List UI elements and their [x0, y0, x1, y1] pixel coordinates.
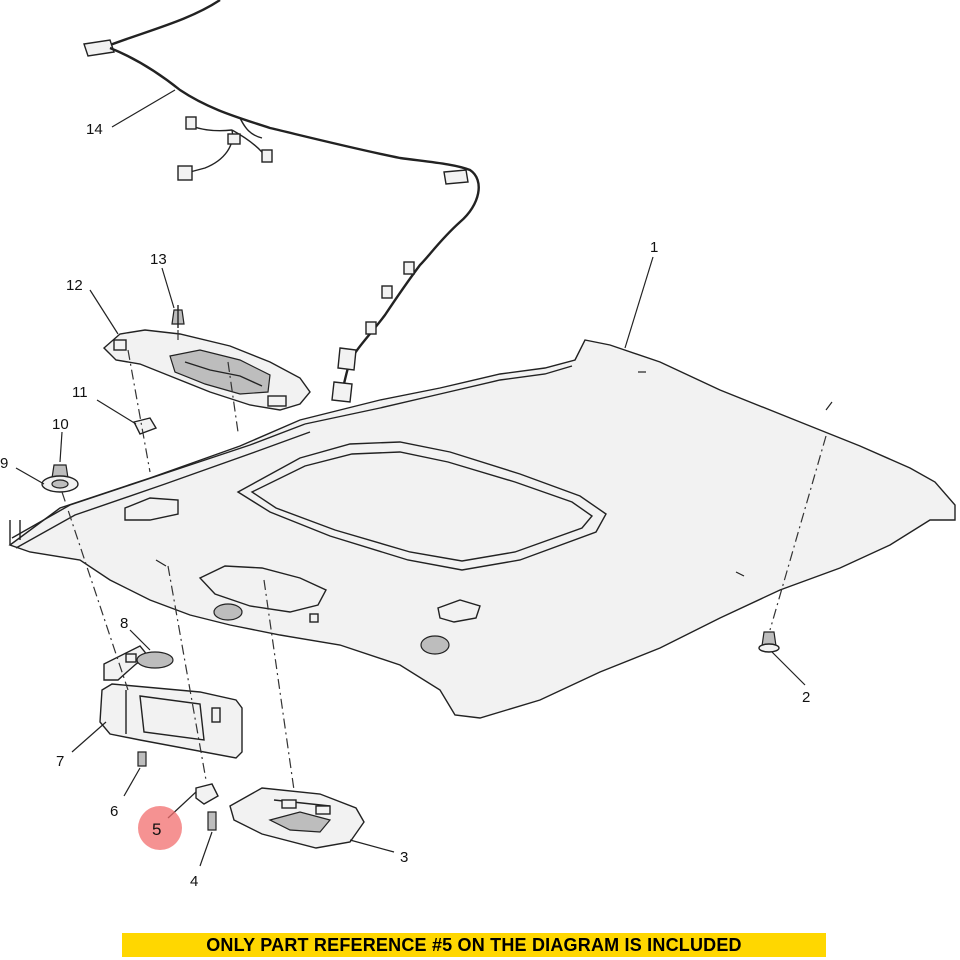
callout-13: 13 — [150, 251, 167, 268]
highlight-circle-5 — [138, 806, 182, 850]
callout-6: 6 — [110, 803, 118, 820]
callout-10: 10 — [52, 416, 69, 433]
fastener-2 — [758, 631, 780, 653]
disclaimer-text: ONLY PART REFERENCE #5 ON THE DIAGRAM IS… — [206, 934, 742, 955]
overhead-console-3 — [229, 787, 365, 849]
callout-1: 1 — [650, 239, 658, 256]
callout-3: 3 — [400, 849, 408, 866]
callout-12: 12 — [66, 277, 83, 294]
callout-2: 2 — [802, 689, 810, 706]
callout-8: 8 — [120, 615, 128, 632]
screw-6 — [137, 751, 147, 767]
retainer-9-10 — [41, 464, 79, 493]
screw-4 — [207, 811, 217, 831]
bracket-12 — [102, 329, 311, 411]
visor-clip-5 — [195, 783, 219, 805]
fastener-13 — [171, 305, 185, 328]
callout-5: 5 — [152, 820, 161, 839]
headliner-1 — [8, 339, 956, 719]
visor-bracket-8 — [103, 645, 174, 681]
leader-lines — [15, 89, 806, 867]
disclaimer-banner: ONLY PART REFERENCE #5 ON THE DIAGRAM IS… — [122, 933, 826, 957]
assembly-lines — [61, 330, 827, 791]
callout-11: 11 — [72, 384, 88, 401]
callout-9: 9 — [0, 455, 8, 472]
callout-labels: 1 2 3 4 5 6 7 8 9 10 11 12 13 14 — [0, 121, 810, 890]
callout-14: 14 — [86, 121, 103, 138]
clip-11 — [132, 417, 158, 435]
callout-7: 7 — [56, 753, 64, 770]
sun-visor-7 — [99, 683, 243, 759]
callout-4: 4 — [190, 873, 198, 890]
wiring-harness-14 — [83, 0, 480, 403]
